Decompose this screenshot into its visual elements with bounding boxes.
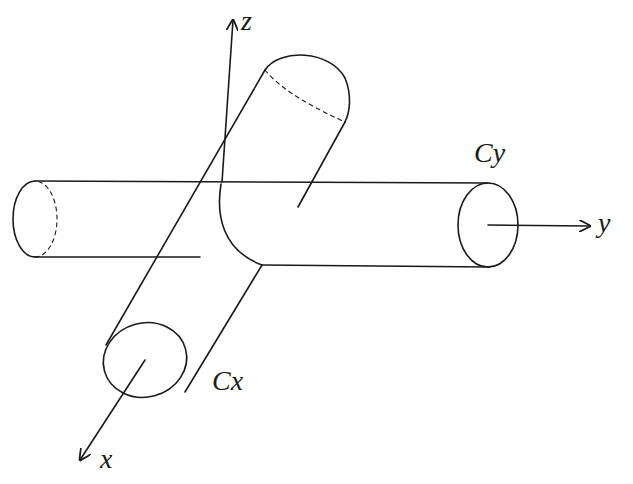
y-cylinder-left-end-hidden — [35, 181, 57, 257]
axis-label: z — [241, 6, 252, 37]
z-axis — [222, 20, 233, 182]
axis-label: y — [598, 208, 610, 239]
y-cylinder-top-edge — [35, 181, 488, 183]
y-cylinder-bottom-edge — [35, 256, 200, 258]
x-cylinder-right-edge — [298, 122, 345, 207]
x-cylinder-far-end-hidden — [265, 70, 345, 122]
x-cylinder-left-edge — [106, 70, 265, 345]
cylinder-label: Cx — [212, 366, 243, 397]
x-cylinder-far-end — [265, 55, 350, 122]
x-axis — [80, 360, 145, 460]
y-cylinder-left-end — [13, 181, 35, 257]
y-axis — [488, 225, 590, 226]
axis-label: x — [100, 444, 112, 475]
intersection-curve — [219, 184, 262, 265]
y-cylinder-bottom-edge — [262, 265, 490, 267]
cylinder-label: Cy — [474, 138, 505, 169]
